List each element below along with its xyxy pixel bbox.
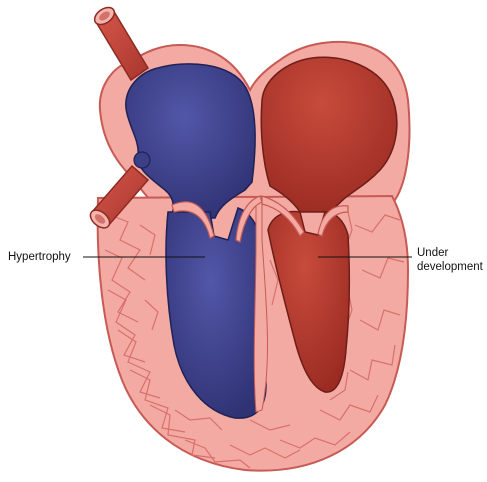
label-under-development: Under development xyxy=(417,246,483,274)
label-under: Under xyxy=(417,246,483,260)
label-hypertrophy: Hypertrophy xyxy=(8,250,71,264)
label-development: development xyxy=(417,260,483,274)
